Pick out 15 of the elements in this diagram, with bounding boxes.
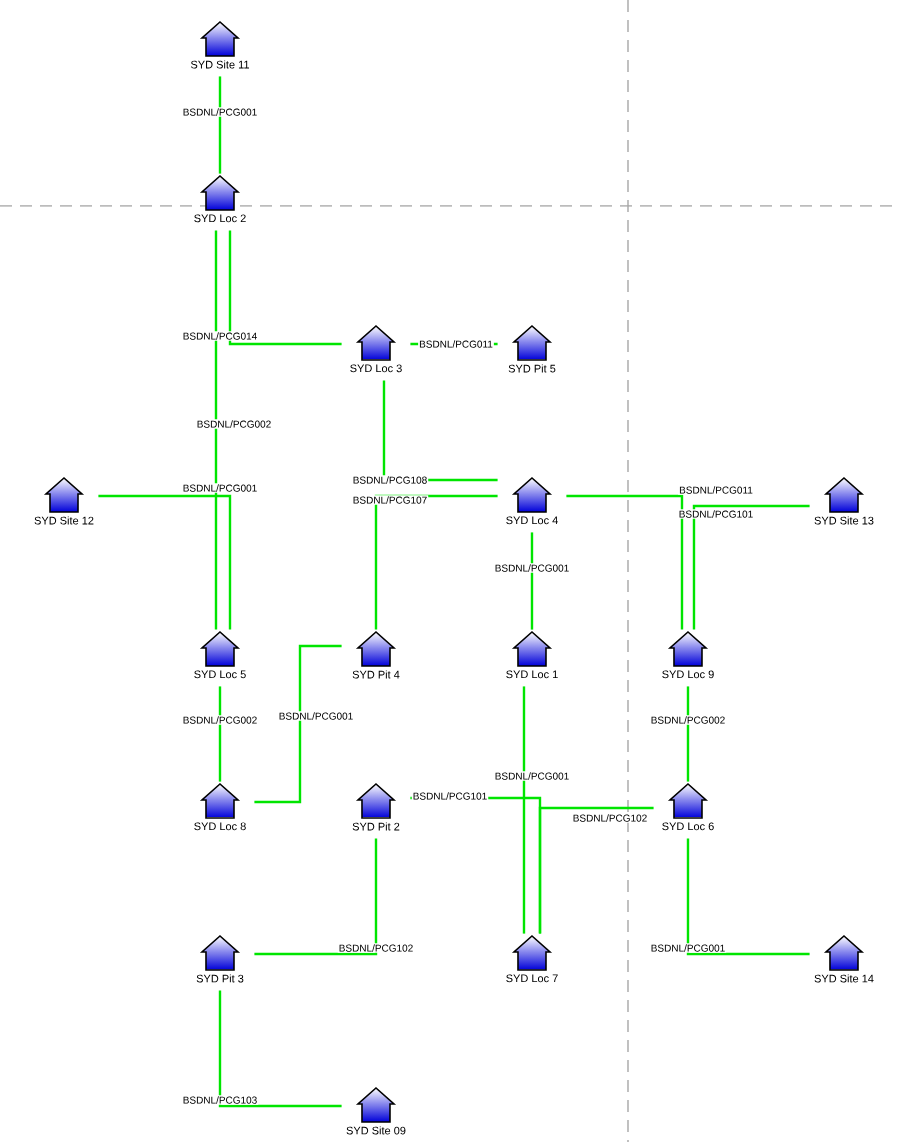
cable-line (522, 686, 526, 934)
cable-line (218, 76, 222, 174)
cable-line (254, 838, 378, 956)
cable-line (538, 806, 654, 934)
cable-line (254, 644, 342, 804)
cable-line (692, 504, 810, 630)
cable-line (218, 686, 222, 782)
cable-line (530, 532, 534, 630)
cable-line (228, 230, 342, 346)
cable-line (686, 838, 810, 956)
cable-line (686, 686, 690, 782)
cable-line (566, 494, 684, 630)
cable-line (214, 230, 218, 630)
cable-line (218, 990, 342, 1108)
cable-line (98, 494, 232, 630)
